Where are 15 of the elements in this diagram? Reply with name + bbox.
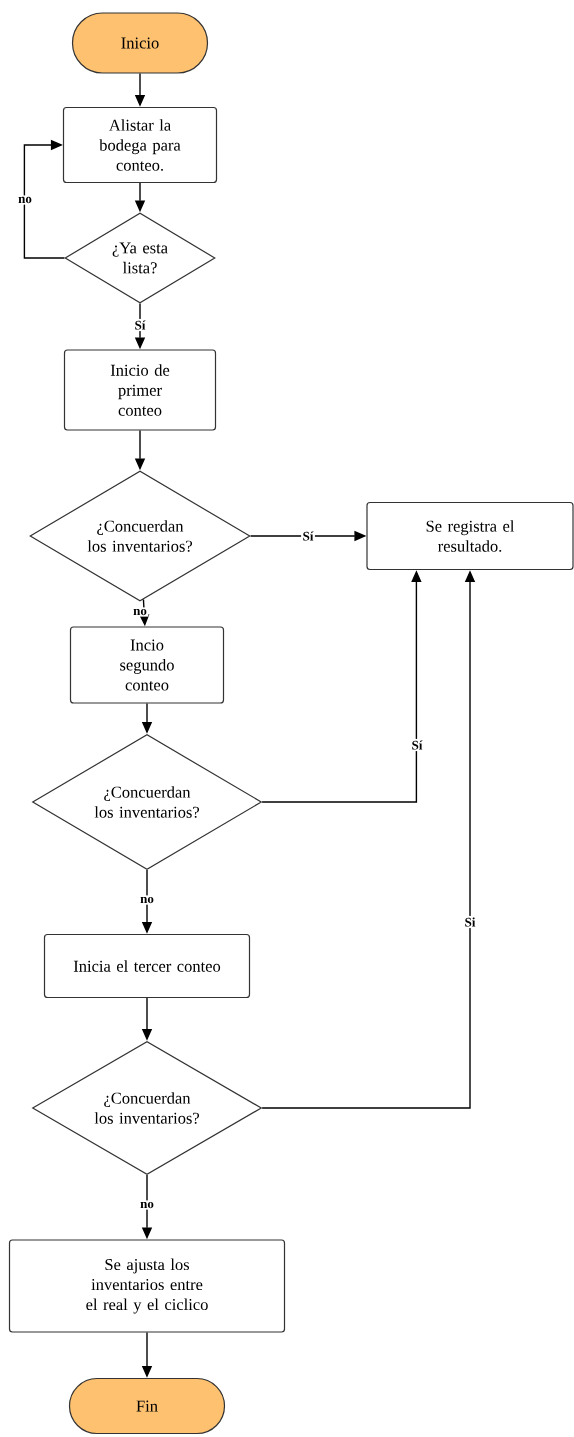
arrow xyxy=(23,139,66,259)
edge-label: no xyxy=(131,607,149,617)
edge-label: no xyxy=(138,1200,156,1210)
process-box: Inicia el tercer conteo xyxy=(43,933,251,999)
process-box: Inicio de primer conteo xyxy=(63,349,217,431)
process-box: Alistar la bodega para conteo. xyxy=(62,106,218,184)
process-box: Incio segundo conteo xyxy=(69,626,225,704)
edge-label: Si xyxy=(463,915,477,929)
edge-label: Sí xyxy=(133,318,147,332)
edge-label: Sí xyxy=(410,738,424,752)
edge-label: no xyxy=(16,195,34,205)
process-box: Se registra el resultado. xyxy=(366,501,574,571)
edge-label: Sí xyxy=(301,529,315,543)
process-box: Se ajusta los inventarios entre el real y el ciclico xyxy=(8,1239,286,1333)
edge-label: no xyxy=(138,895,156,905)
